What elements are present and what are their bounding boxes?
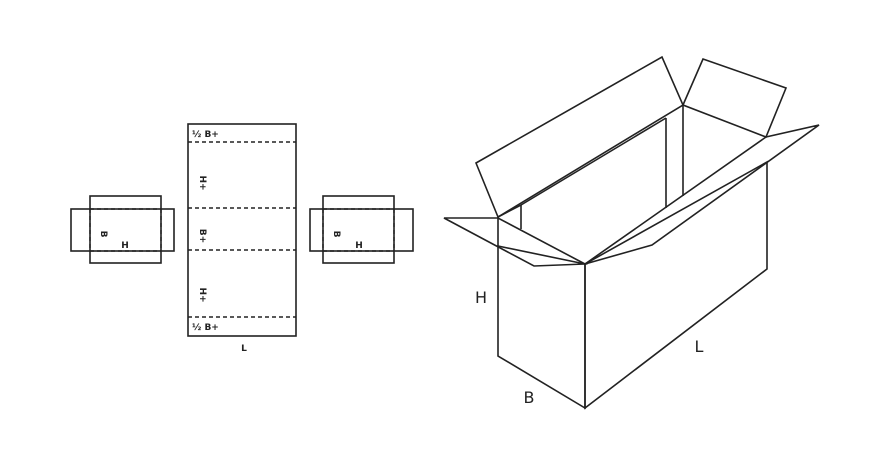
upper-h-label: H+ (197, 175, 207, 190)
left-flap-b-label: B (98, 231, 108, 238)
box-length-label: L (695, 337, 704, 356)
far-end-flap (681, 57, 788, 139)
central-strip: ½ B+ H+ B+ H+ ½ B+ L (187, 123, 297, 354)
open-box-3d: H B L (443, 55, 820, 410)
front-face (584, 160, 768, 410)
left-flap-h-label: H (121, 241, 129, 251)
box-width-label: B (524, 388, 535, 407)
back-flap (474, 55, 685, 219)
box-height-label: H (475, 288, 487, 307)
right-flap-b-label: B (331, 231, 341, 238)
right-end-flap: B H (309, 195, 414, 264)
strip-length-label: L (241, 344, 247, 354)
left-end-flap: B H (70, 195, 175, 264)
bottom-half-b-label: ½ B+ (192, 322, 219, 333)
middle-b-label: B+ (197, 229, 207, 243)
front-flap (584, 124, 820, 265)
lower-h-label: H+ (197, 287, 207, 302)
near-end-face (497, 245, 586, 410)
near-end-flap (443, 217, 589, 267)
right-flap-h-label: H (355, 241, 363, 251)
top-half-b-label: ½ B+ (192, 129, 219, 140)
